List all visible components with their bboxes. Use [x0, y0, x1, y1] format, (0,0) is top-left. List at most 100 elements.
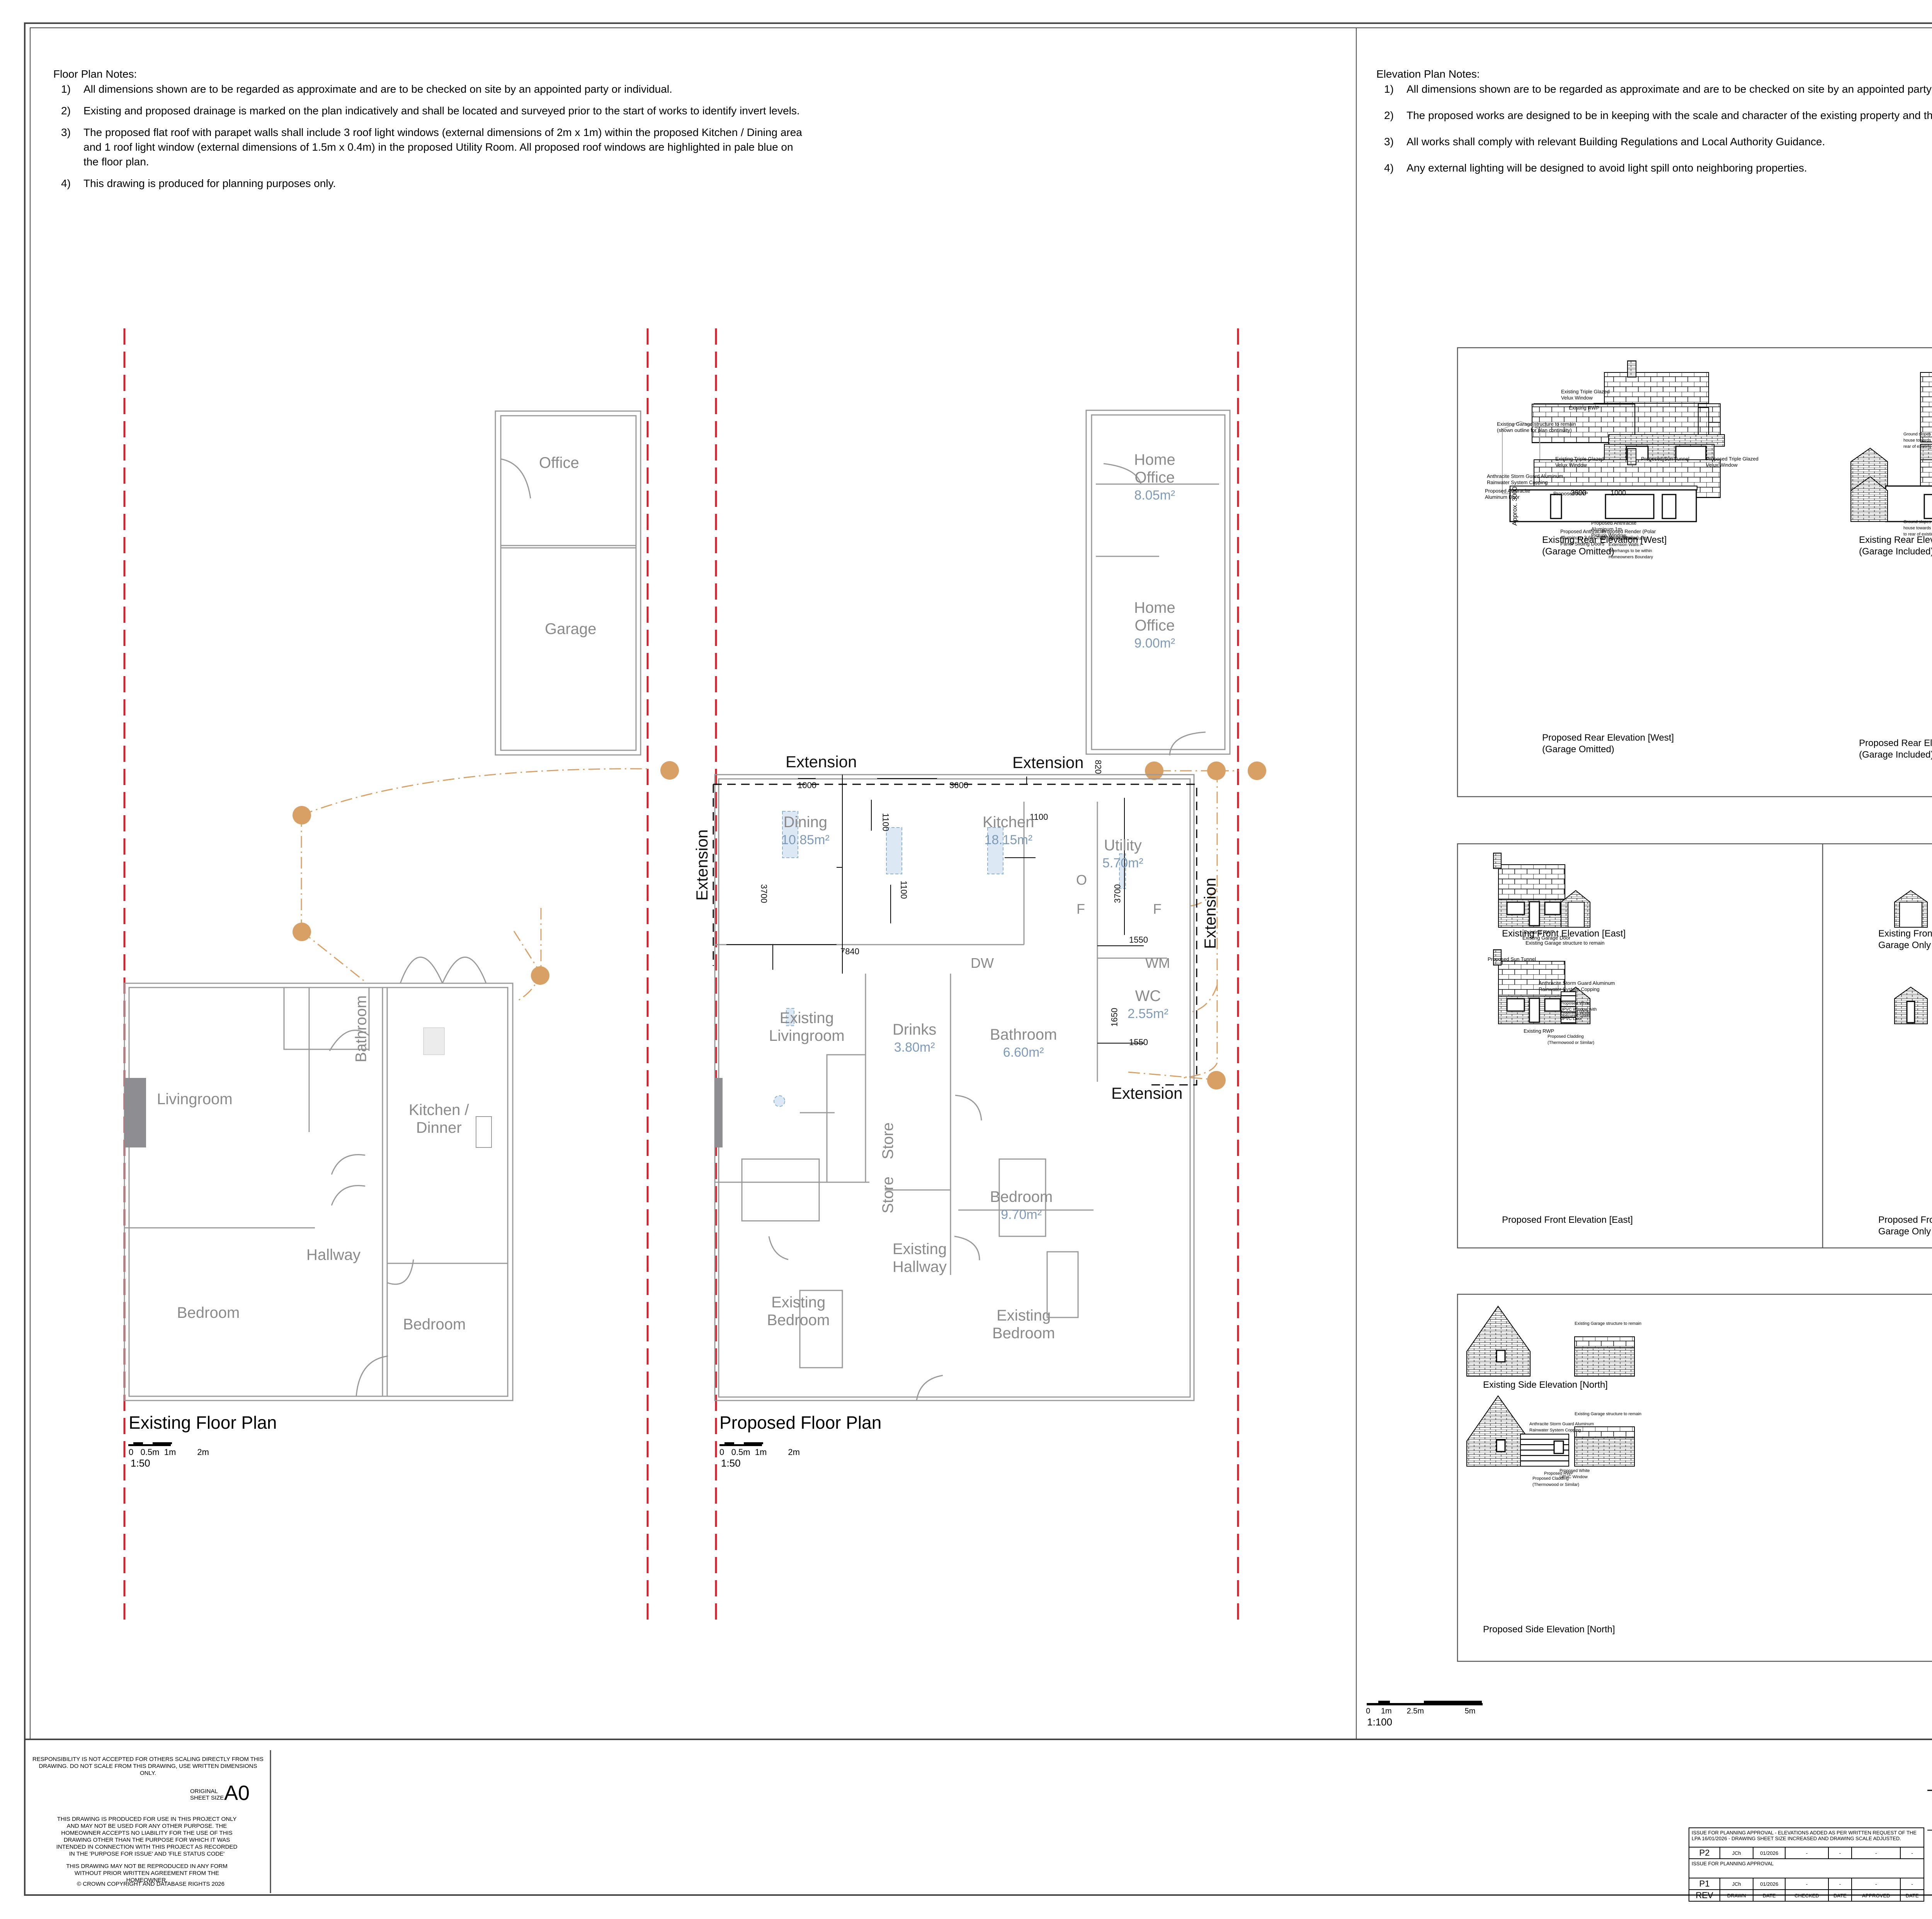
elevation-note-2: 2)The proposed works are designed to be …	[1384, 109, 1932, 121]
caption-existing-rear-garage-omitted: Existing Rear Elevation [West](Garage Om…	[1542, 535, 1667, 557]
elevation-note-3: 3)All works shall comply with relevant B…	[1384, 136, 1825, 148]
existing-plan-title: Existing Floor Plan	[129, 1412, 277, 1433]
room-label-bedroom-1: Bedroom	[177, 1304, 240, 1321]
dim-1100-c: 1100	[899, 880, 909, 899]
floor-note-4: 4)This drawing is produced for planning …	[61, 177, 336, 189]
room-label-bathroom: Bathroom	[352, 995, 370, 1062]
revision-row-p1: P1 JCh 01/2026 - - - -	[1688, 1878, 1924, 1890]
ann-front-existing-rwp: Existing RWP	[1524, 929, 1555, 935]
proposed-scale-ticks: 0 0.5m 1m 2m	[719, 1447, 800, 1457]
caption-proposed-front: Proposed Front Elevation [East]	[1502, 1215, 1633, 1225]
ann-foundations: All Foundations and Extension Walls / Ov…	[1609, 536, 1653, 559]
ann-garage-remain: Existing Garage structure to remain (sho…	[1497, 421, 1576, 433]
elevation-scale-ratio: 1:100	[1367, 1716, 1393, 1728]
floor-note-3: 3)The proposed flat roof with parapet wa…	[61, 126, 802, 168]
extension-label-right: Extension	[1201, 877, 1219, 949]
elevation-notes-title: Elevation Plan Notes:	[1376, 68, 1480, 80]
dim-1100-a: 1100	[881, 813, 891, 831]
dim-820: 820	[1093, 760, 1103, 774]
revision-row-p2: P2 JCh 01/2026 - - - -	[1688, 1847, 1924, 1859]
room-label-livingroom: Livingroom	[157, 1091, 233, 1108]
ann-existing-rwp: Existing RWP	[1569, 405, 1600, 411]
extension-label-top-right: Extension	[1012, 753, 1084, 772]
revision-row-p1-desc: ISSUE FOR PLANNING APPROVAL	[1689, 1858, 1924, 1878]
extension-label-bottom: Extension	[1111, 1084, 1183, 1102]
sheet-size-value: A0	[224, 1781, 250, 1805]
ann-sun-tunnel: Proposed Sun Tunnel	[1641, 456, 1690, 462]
caption-existing-rear-garage-included: Existing Rear Elevation [West](Garage In…	[1859, 535, 1932, 557]
dim-1000: 1000	[798, 780, 816, 790]
floor-note-1: 1)All dimensions shown are to be regarde…	[61, 83, 672, 95]
legal-reproduction: THIS DRAWING MAY NOT BE REPRODUCED IN AN…	[66, 1863, 228, 1883]
caption-proposed-rear-garage-included: Proposed Rear Elevation [West](Garage In…	[1859, 738, 1932, 760]
copyright: © CROWN COPYRIGHT AND DATABASE RIGHTS 20…	[77, 1881, 224, 1887]
dim-1100-b: 1100	[1030, 812, 1048, 822]
floor-plan-notes: Floor Plan Notes: 1)All dimensions shown…	[53, 68, 807, 191]
ann-side-garage-remain-2: Existing Garage structure to remain	[1575, 1412, 1642, 1416]
sheet-size-label: ORIGINAL SHEET SIZE	[190, 1788, 224, 1801]
ann-proposed-rwp: Proposed RWP	[1553, 491, 1588, 496]
ann-picture-window: Proposed Anthracite Aluminum 1m Picture …	[1591, 520, 1637, 538]
ann-front-upvc-door: Proposed White UPVC Door	[1560, 1010, 1590, 1021]
room-label-garage: Garage	[545, 620, 597, 637]
revision-table: ISSUE FOR PLANNING APPROVAL - ELEVATIONS…	[1688, 1827, 1924, 1902]
caption-existing-front: Existing Front Elevation [East]	[1502, 928, 1626, 939]
ann-front-storm-guard: Anthracite Storm Guard Aluminum Rainwate…	[1539, 980, 1615, 992]
ann-ground-slope-a: Ground slopes away from the existing hou…	[1903, 432, 1932, 449]
ann-front-upvc-window: Proposed White UPVC Window with Obscured…	[1560, 1001, 1597, 1018]
extension-label-left: Extension	[693, 829, 711, 901]
caption-existing-side-north: Existing Side Elevation [North]	[1483, 1380, 1608, 1390]
room-label-bedroom-2: Bedroom	[403, 1316, 466, 1333]
dim-1550-a: 1550	[1129, 935, 1148, 945]
ann-side-proposed-rwp: Proposed RWP	[1544, 1471, 1573, 1476]
ann-front-garage-remain: Existing Garage structure to remain	[1526, 940, 1605, 946]
ann-velux-existing: Existing Triple Glazed Velux Window	[1561, 389, 1610, 401]
ann-sliding-doors: Proposed Anthracite Aluminum 3.6m Two Pa…	[1560, 529, 1606, 547]
room-label-store-2: Store	[879, 1176, 896, 1214]
ann-front-cladding: Proposed Cladding (Thermowood or Similar…	[1548, 1034, 1595, 1045]
appliance-oven: O	[1076, 872, 1087, 888]
ann-anthracite-door: Proposed Anthracite Aluminum Door	[1485, 488, 1531, 500]
dim-1550-b: 1550	[1129, 1037, 1148, 1047]
ann-render: Proposed Render (Polar White or Similar)	[1602, 529, 1656, 541]
room-label-store-1: Store	[879, 1122, 896, 1159]
ann-front-existing-rwp-2: Existing RWP	[1524, 1028, 1554, 1034]
extension-label-top-left: Extension	[786, 753, 857, 771]
ann-front-sun-tunnel: Proposed Sun Tunnel	[1488, 956, 1536, 962]
ann-storm-guard: Anthracite Storm Guard Aluminum Rainwate…	[1487, 473, 1563, 485]
appliance-dishwasher: DW	[971, 955, 994, 971]
elevation-scale-ticks: 0 1m 2.5m 5m	[1366, 1707, 1476, 1715]
legal-project-use: THIS DRAWING IS PRODUCED FOR USE IN THIS…	[56, 1816, 238, 1857]
ann-side-garage-remain-1: Existing Garage structure to remain	[1575, 1321, 1642, 1326]
ann-side-cladding: Proposed Cladding (Thermowood or Similar…	[1532, 1476, 1580, 1487]
existing-scale-ratio: 1:50	[131, 1457, 150, 1469]
dim-approx-3000: Approx. 3000	[1511, 486, 1519, 526]
appliance-fridge-2: F	[1153, 901, 1162, 917]
ann-ground-slope-b: Ground slopes away from the existing hou…	[1903, 520, 1932, 537]
caption-proposed-side-north: Proposed Side Elevation [North]	[1483, 1624, 1615, 1635]
ann-velux-proposed: Proposed Triple Glazed Velux Window	[1706, 456, 1759, 468]
floor-notes-title: Floor Plan Notes:	[53, 68, 137, 80]
dim-7840: 7840	[840, 947, 859, 956]
appliance-washing-machine: WM	[1145, 955, 1170, 971]
ann-velux-existing-2: Existing Triple Glazed Velux Window	[1555, 456, 1604, 468]
room-label-office: Office	[539, 454, 579, 471]
caption-proposed-rear-garage-omitted: Proposed Rear Elevation [West](Garage Om…	[1542, 733, 1674, 755]
ann-side-storm-guard: Anthracite Storm Guard Aluminum Rainwate…	[1529, 1422, 1594, 1433]
caption-existing-front-garage-only: Existing Front Elevation [East]Garage On…	[1878, 928, 1932, 950]
legal-scaling-notice: RESPONSIBILITY IS NOT ACCEPTED FOR OTHER…	[32, 1756, 264, 1776]
appliance-fridge-1: F	[1077, 901, 1085, 917]
